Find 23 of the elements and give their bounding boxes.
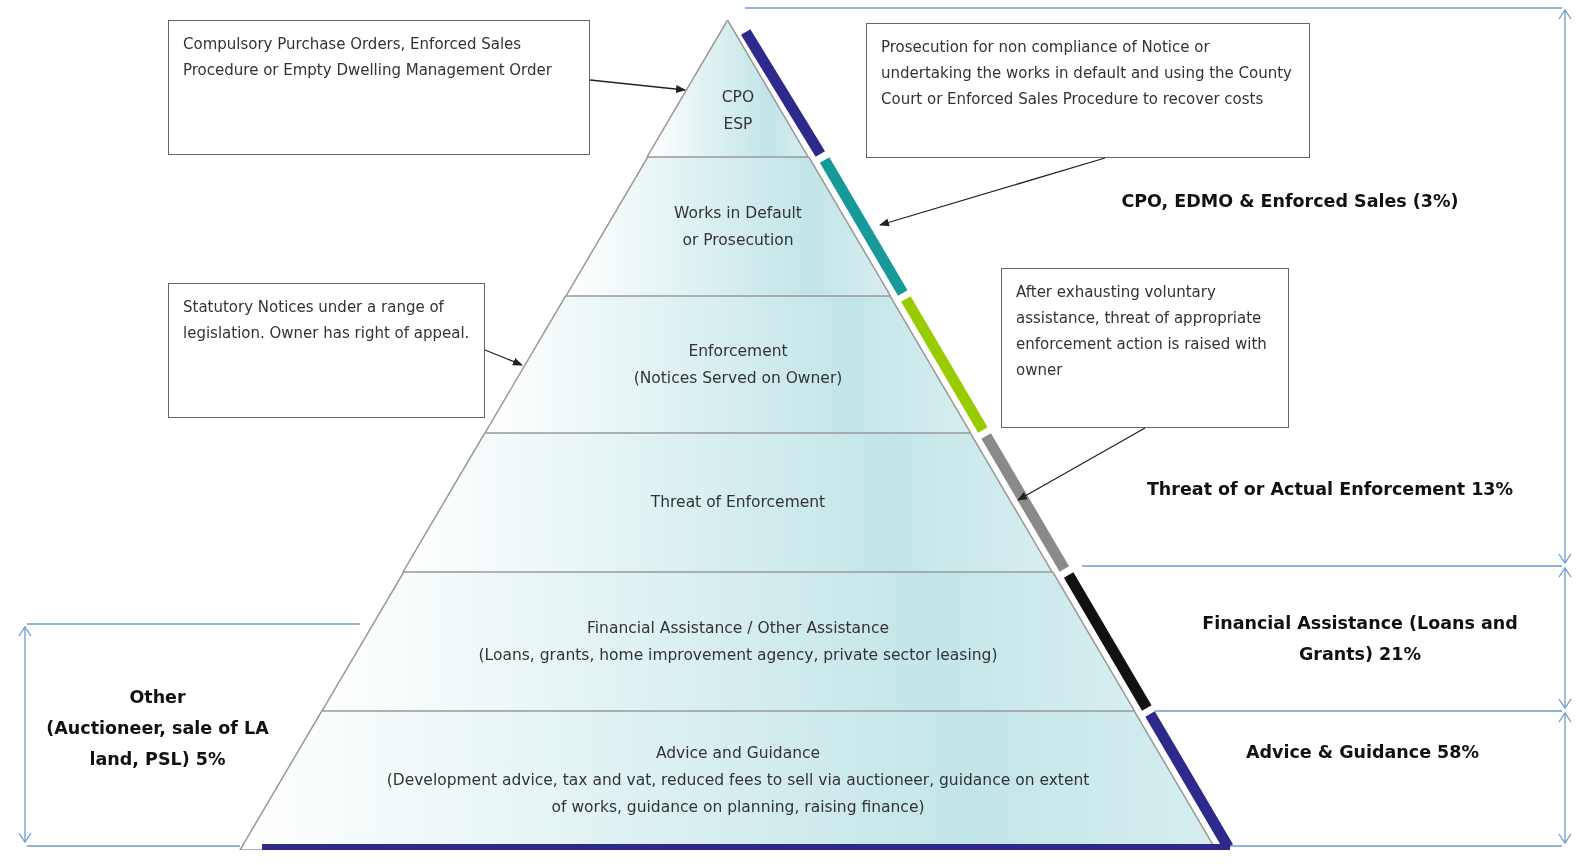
callout-box: Prosecution for non compliance of Notice or undertaking the works in default and using the County Court or Enforced Sales Procedure to recover costs bbox=[866, 23, 1310, 158]
callout-box: After exhausting voluntary assistance, threat of appropriate enforcement action is raised with owner bbox=[1001, 268, 1289, 428]
tier-label: Works in Default or Prosecution bbox=[673, 202, 803, 251]
tier-label: Threat of Enforcement bbox=[650, 492, 826, 513]
callout-box: Statutory Notices under a range of legislation. Owner has right of appeal. bbox=[168, 283, 485, 418]
category-label: Advice & Guidance 58% bbox=[1245, 741, 1480, 764]
arrow bbox=[589, 79, 686, 94]
tier-label: Advice and Guidance bbox=[655, 743, 821, 764]
tier-description: (Notices Served on Owner) bbox=[633, 367, 843, 389]
tier-label: CPO ESP bbox=[720, 87, 756, 135]
callout-box: Compulsory Purchase Orders, Enforced Sales Procedure or Empty Dwelling Management Order bbox=[168, 20, 590, 155]
arrow bbox=[484, 349, 523, 366]
category-label: CPO, EDMO & Enforced Sales (3%) bbox=[1120, 190, 1460, 213]
arrow bbox=[879, 157, 1106, 227]
tier-label: Enforcement bbox=[688, 340, 788, 362]
arrow bbox=[1017, 427, 1146, 501]
tier-label: Financial Assistance / Other Assistance bbox=[587, 617, 889, 639]
category-label: (Auctioneer, sale of LA land, PSL) 5% bbox=[45, 717, 270, 771]
tier-description: (Development advice, tax and vat, reduced fees to sell via auctioneer, guidance on extent of works, guidance on planning, raising finance) bbox=[385, 770, 1091, 818]
category-label: Financial Assistance (Loans and Grants) 21% bbox=[1201, 612, 1519, 666]
category-label: Other bbox=[128, 686, 187, 709]
tier-description: (Loans, grants, home improvement agency, private sector leasing) bbox=[478, 644, 998, 666]
category-label: Threat of or Actual Enforcement 13% bbox=[1145, 478, 1515, 501]
